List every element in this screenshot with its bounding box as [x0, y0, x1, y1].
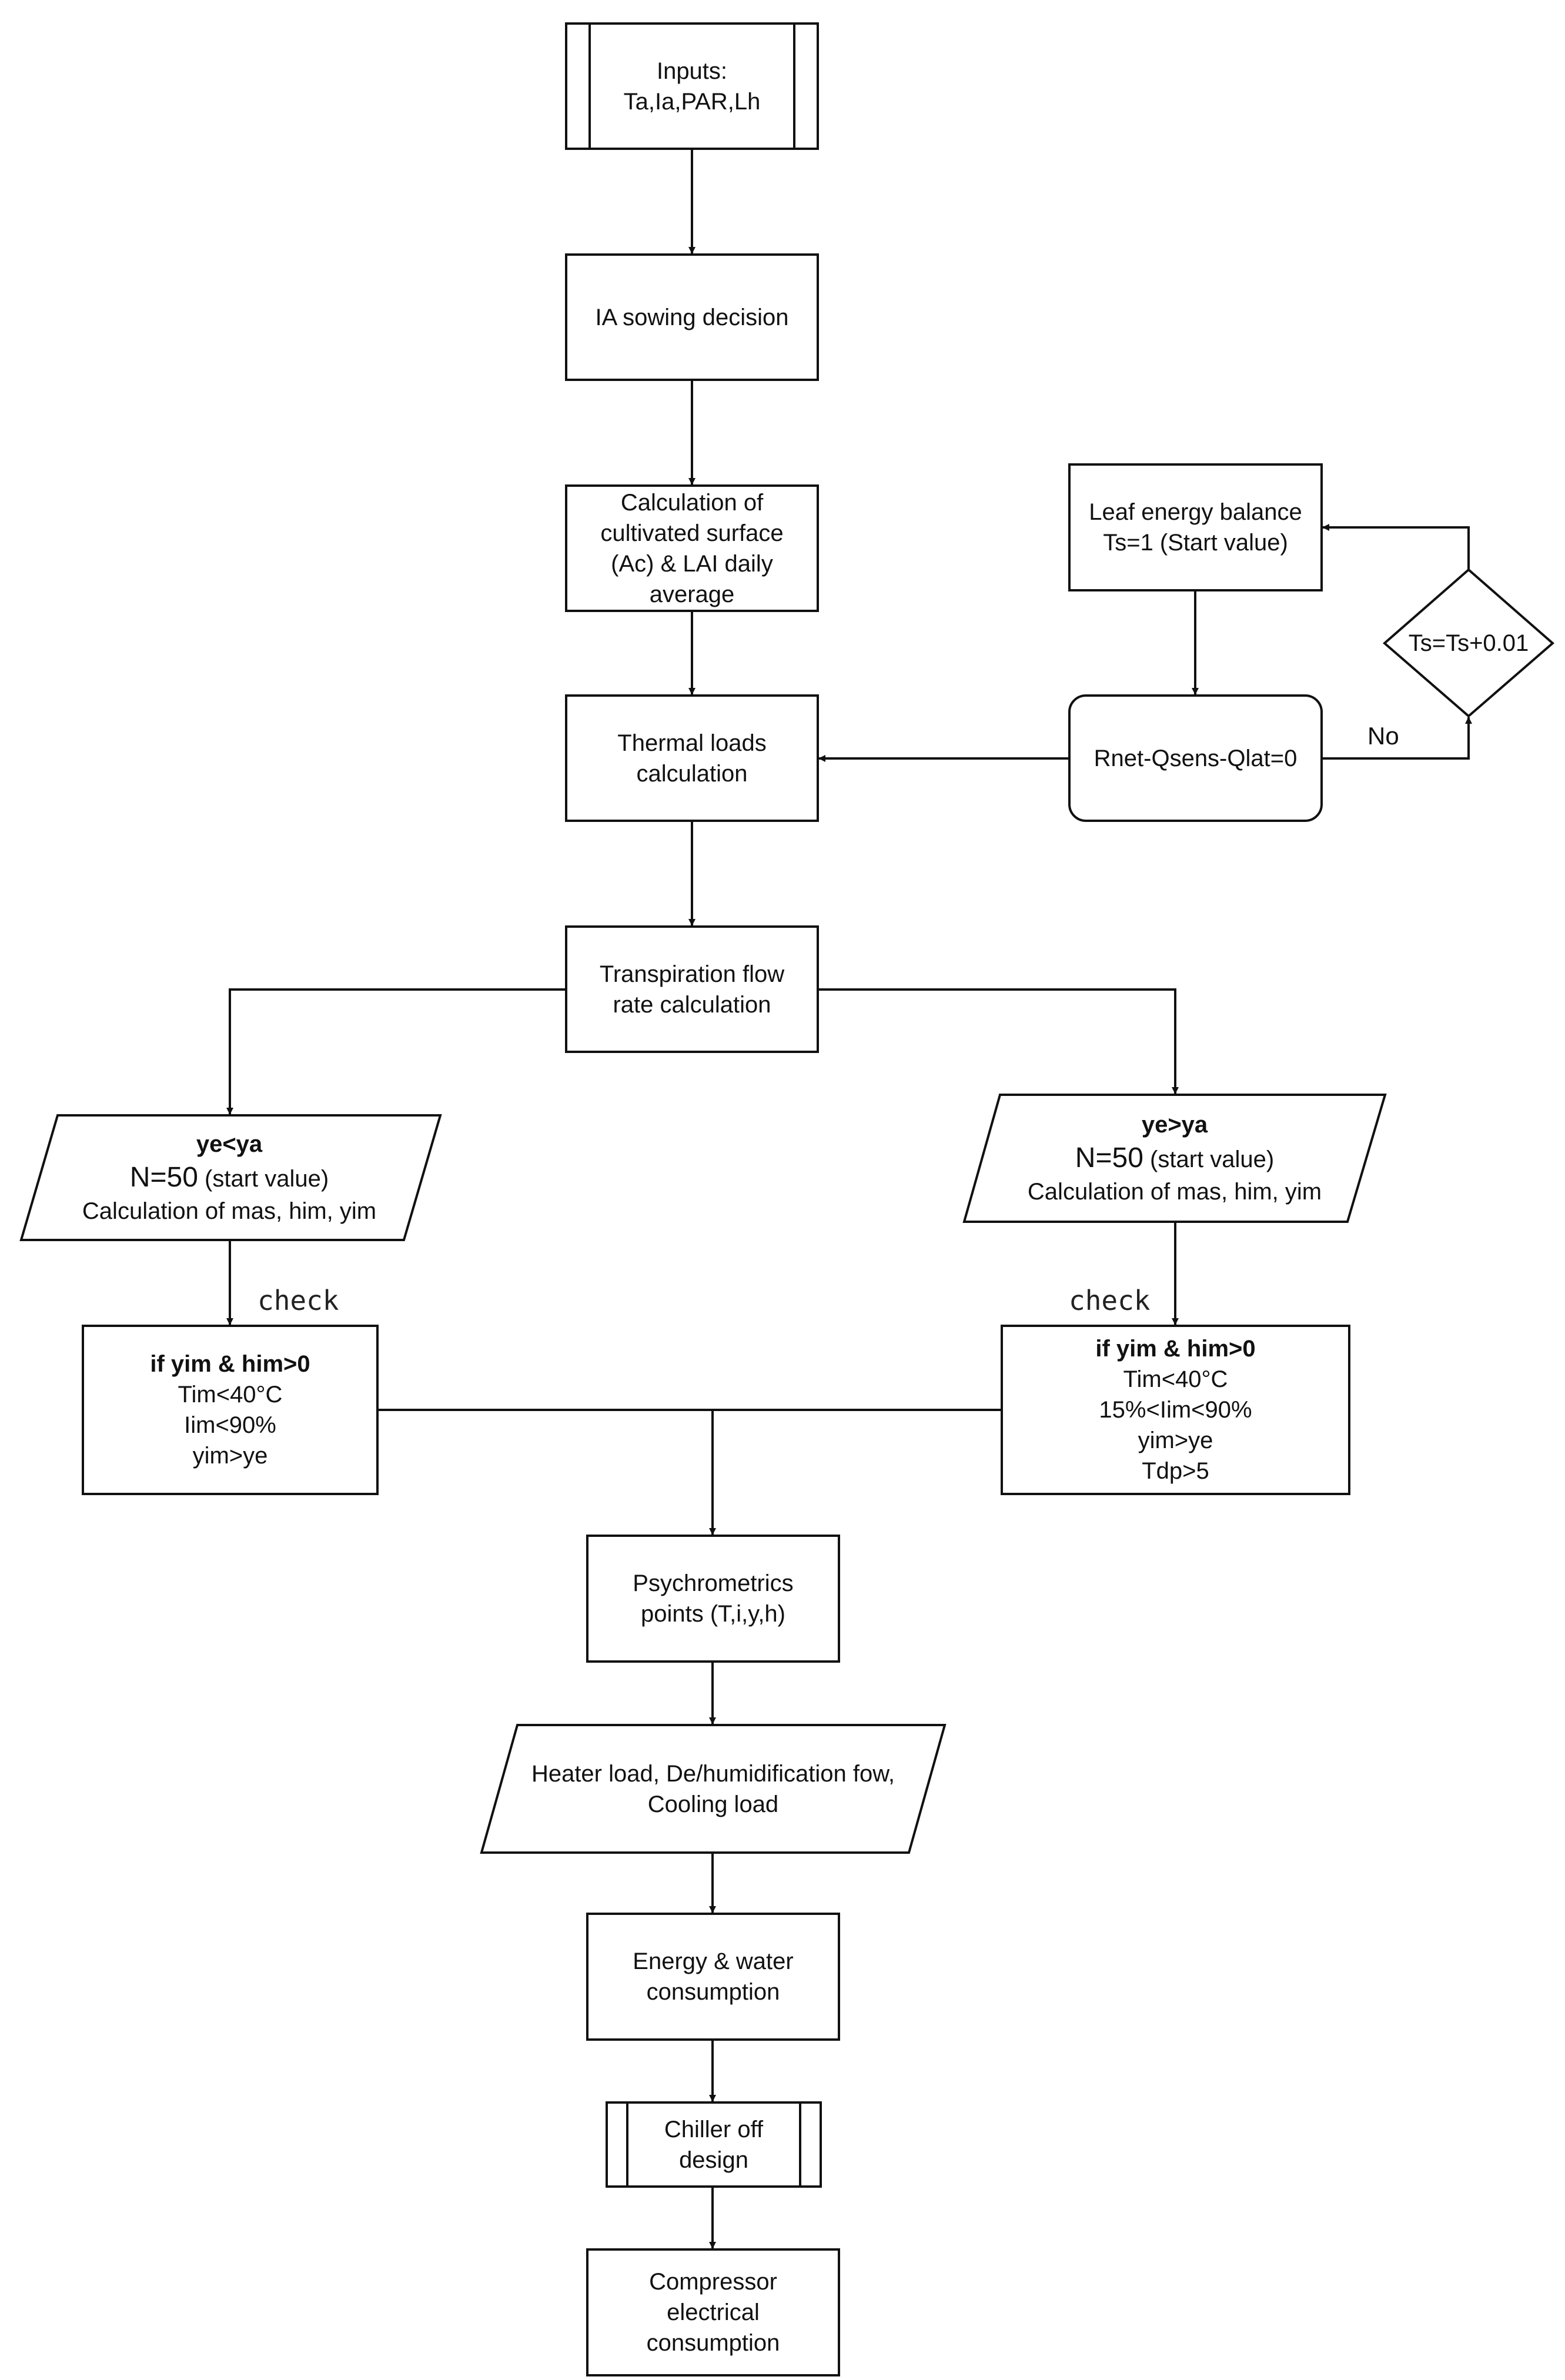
arrow-diamond-to-leaf [1322, 524, 1470, 570]
check-label-left: check [258, 1285, 339, 1316]
left-check-line3: Iim<90% [184, 1412, 276, 1438]
arrow-transpiration-to-right [818, 988, 1179, 1094]
thermal-line2: calculation [636, 760, 748, 787]
left-check-node: if yim & him>0 Tim<40°C Iim<90% yim>ye [83, 1326, 377, 1494]
ts-increment-node: Ts=Ts+0.01 [1387, 617, 1550, 669]
cultivated-line2: cultivated surface [600, 520, 784, 546]
rnet-line1: Rnet-Qsens-Qlat=0 [1094, 745, 1298, 771]
ts-increment-line1: Ts=Ts+0.01 [1408, 630, 1529, 656]
inputs-line2: Ta,Ia,PAR,Lh [623, 88, 761, 115]
energy-line1: Energy & water [633, 1948, 794, 1974]
cultivated-node: Calculation of cultivated surface (Ac) &… [566, 486, 818, 611]
chiller-line1: Chiller off [664, 2116, 764, 2142]
cultivated-line3: (Ac) & LAI daily [611, 550, 773, 577]
leaf-energy-line2: Ts=1 (Start value) [1103, 530, 1288, 556]
right-check-line4: yim>ye [1138, 1428, 1213, 1453]
compressor-line1: Compressor [649, 2269, 777, 2295]
psychro-line2: points (T,i,y,h) [641, 1601, 785, 1627]
chiller-line2: design [679, 2147, 748, 2173]
inputs-line1: Inputs: [656, 58, 728, 84]
check-label-right: check [1069, 1285, 1151, 1316]
left-check-line2: Tim<40°C [178, 1382, 283, 1408]
heater-node: Heater load, De/humidification fow, Cool… [497, 1725, 929, 1853]
thermal-node: Thermal loads calculation [566, 696, 818, 821]
left-para-node: ye<ya N=50 (start value) Calculation of … [35, 1115, 423, 1240]
sowing-node: IA sowing decision [566, 255, 818, 380]
left-para-title: ye<ya [196, 1131, 263, 1157]
right-check-line2: Tim<40°C [1123, 1366, 1228, 1392]
heater-line2: Cooling load [647, 1791, 779, 1817]
cultivated-line1: Calculation of [620, 489, 764, 516]
left-para-start: (start value) [205, 1165, 329, 1192]
right-check-line3: 15%<Iim<90% [1099, 1397, 1252, 1423]
compressor-line3: consumption [646, 2330, 780, 2356]
sowing-line1: IA sowing decision [595, 304, 789, 330]
psychro-line1: Psychrometrics [633, 1570, 794, 1596]
energy-node: Energy & water consumption [587, 1914, 839, 2040]
right-para-title: ye>ya [1141, 1111, 1208, 1138]
left-check-line1: if yim & him>0 [150, 1351, 310, 1377]
transpiration-node: Transpiration flow rate calculation [566, 927, 818, 1052]
inputs-node: Inputs: Ta,Ia,PAR,Lh [590, 24, 794, 149]
arrow-rnet-to-diamond [1322, 717, 1472, 760]
leaf-energy-line1: Leaf energy balance [1089, 499, 1302, 525]
cultivated-line4: average [649, 581, 735, 607]
left-para-n-line: N=50 (start value) [130, 1159, 329, 1196]
thermal-line1: Thermal loads [617, 730, 767, 756]
right-para-start: (start value) [1150, 1146, 1275, 1172]
arrow-transpiration-to-left [226, 988, 566, 1115]
chiller-node: Chiller off design [627, 2102, 800, 2187]
heater-para-shape [480, 1724, 947, 1854]
compressor-line2: electrical [667, 2299, 760, 2325]
transpiration-line1: Transpiration flow [599, 961, 785, 987]
left-para-calc: Calculation of mas, him, yim [82, 1198, 377, 1225]
ts-increment-diamond [1382, 568, 1555, 718]
compressor-box [586, 2248, 840, 2376]
right-para-calc: Calculation of mas, him, yim [1027, 1179, 1322, 1205]
no-label: No [1367, 722, 1399, 750]
right-para-n-value: N=50 [1075, 1142, 1143, 1174]
left-para-shape [19, 1114, 442, 1241]
energy-line2: consumption [646, 1979, 780, 2005]
right-check-node: if yim & him>0 Tim<40°C 15%<Iim<90% yim>… [1002, 1326, 1349, 1494]
psychro-node: Psychrometrics points (T,i,y,h) [587, 1536, 839, 1662]
leaf-energy-node: Leaf energy balance Ts=1 (Start value) [1069, 464, 1322, 590]
rnet-node: Rnet-Qsens-Qlat=0 [1069, 696, 1322, 821]
right-para-node: ye>ya N=50 (start value) Calculation of … [981, 1095, 1369, 1222]
compressor-node: Compressor electrical consumption [587, 2249, 839, 2375]
right-para-shape [962, 1094, 1387, 1223]
right-check-line5: Tdp>5 [1142, 1458, 1209, 1484]
right-para-n-line: N=50 (start value) [1075, 1140, 1274, 1176]
right-check-line1: if yim & him>0 [1095, 1336, 1256, 1362]
transpiration-line2: rate calculation [613, 991, 771, 1018]
left-para-n-value: N=50 [129, 1161, 198, 1193]
left-check-line4: yim>ye [192, 1443, 268, 1469]
heater-line1: Heater load, De/humidification fow, [531, 1760, 895, 1787]
